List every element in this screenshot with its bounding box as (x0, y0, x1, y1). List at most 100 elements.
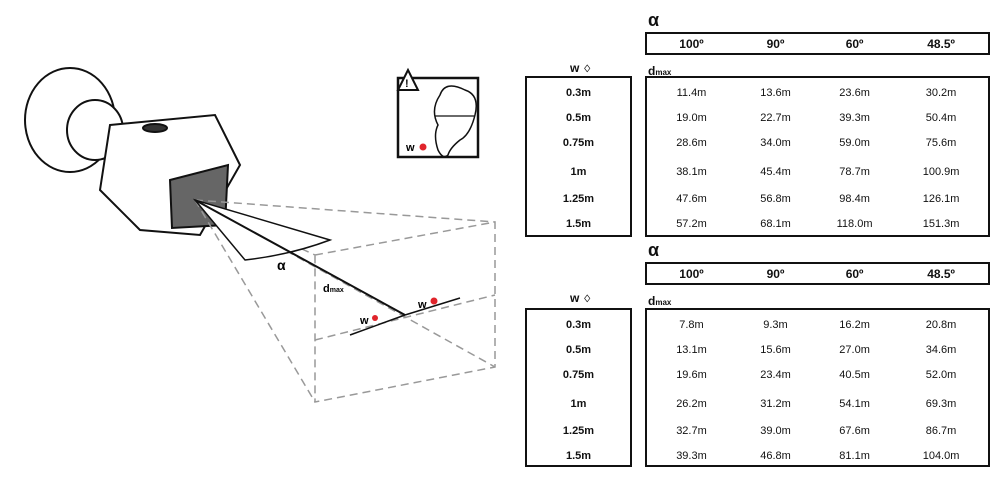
distance-cell: 19.6m (676, 369, 707, 381)
distance-cell: 75.6m (925, 137, 957, 149)
smoke-icon: ♢ (582, 294, 592, 305)
table-row: 11.4m 13.6m 23.6m 30.2m (647, 85, 988, 101)
distance-cell: 30.2m (925, 87, 957, 99)
dmax-label: dmax (323, 283, 344, 295)
distance-cell: 31.2m (760, 398, 791, 410)
angle: 90º (766, 36, 785, 51)
smoke-icon (430, 297, 438, 305)
distance-cell: 46.8m (760, 450, 791, 462)
distance-cell: 57.2m (676, 218, 707, 230)
svg-text:!: ! (405, 78, 409, 90)
distance-cell: 59.0m (839, 137, 870, 149)
angle: 90º (766, 266, 785, 281)
distance-cell: 151.3m (922, 218, 960, 230)
distance-cell: 104.0m (922, 450, 960, 462)
table1-w-label: w ♢ (570, 61, 592, 75)
warning-w-label: w (405, 142, 415, 154)
distance-cell: 40.5m (839, 369, 870, 381)
angle: 60º (845, 36, 864, 51)
w-flame-arrow (349, 314, 406, 336)
w-smoke-arrow (404, 297, 461, 316)
distance-cell: 52.0m (925, 369, 957, 381)
flame-icon: ♢ (582, 64, 592, 75)
distance-cell: 81.1m (839, 450, 870, 462)
distance-cell: 23.4m (760, 369, 791, 381)
distance-cell: 32.7m (676, 425, 707, 437)
distance-cell: 20.8m (925, 319, 957, 331)
distance-cell: 39.0m (760, 425, 791, 437)
width-cell: 1.25m (562, 193, 595, 205)
distance-cell: 34.6m (925, 344, 957, 356)
distance-cell: 38.1m (676, 166, 707, 178)
distance-cell: 69.3m (925, 398, 957, 410)
distance-cell: 126.1m (922, 193, 960, 205)
width-cell: 0.3m (565, 319, 592, 331)
angle: 48.5º (927, 36, 955, 51)
width-cell: 0.75m (562, 137, 595, 149)
table2-alpha-label: α (648, 240, 660, 260)
table2-dmax-label: dmax (648, 294, 672, 308)
w-smoke-label: w (417, 299, 427, 311)
width-cell: 1.5m (565, 450, 592, 462)
distance-cell: 7.8m (679, 319, 704, 331)
distance-cell: 34.0m (760, 137, 791, 149)
distance-cell: 100.9m (922, 166, 960, 178)
table-row: 32.7m 39.0m 67.6m 86.7m (647, 423, 988, 439)
width-cell: 1.25m (562, 425, 595, 437)
width-cell: 0.5m (565, 112, 592, 124)
angle: 48.5º (927, 266, 955, 281)
width-cell: 0.75m (562, 369, 595, 381)
flame-icon (372, 315, 378, 321)
width-cell: 0.3m (565, 87, 592, 99)
width-cell: 1.5m (565, 218, 592, 230)
alpha-label: α (277, 257, 286, 273)
distance-cell: 28.6m (676, 137, 707, 149)
table-row: 7.8m 9.3m 16.2m 20.8m (647, 317, 988, 333)
distance-cell: 45.4m (760, 166, 791, 178)
table-row: 28.6m 34.0m 59.0m 75.6m (647, 135, 988, 151)
distance-cell: 13.6m (760, 87, 791, 99)
table1-width-column: 0.3m 0.5m 0.75m 1m 1.25m 1.5m (525, 76, 632, 237)
distance-cell: 50.4m (925, 112, 957, 124)
table2-w-label: w ♢ (570, 291, 592, 305)
distance-cell: 27.0m (839, 344, 870, 356)
table-row: 47.6m 56.8m 98.4m 126.1m (647, 191, 988, 207)
angle: 100º (679, 36, 704, 51)
w-flame-label: w (359, 315, 369, 327)
width-cell: 1m (570, 398, 587, 410)
distance-cell: 26.2m (676, 398, 707, 410)
table2-angle-header: 100º 90º 60º 48.5º (645, 262, 990, 285)
distance-cell: 16.2m (839, 319, 870, 331)
table1-angle-header: 100º 90º 60º 48.5º (645, 32, 990, 55)
width-cell: 1m (570, 166, 587, 178)
distance-cell: 118.0m (836, 218, 873, 230)
distance-cell: 86.7m (925, 425, 957, 437)
angle: 100º (679, 266, 704, 281)
warning-smoke-icon (419, 143, 427, 151)
distance-cell: 67.6m (839, 425, 870, 437)
distance-cell: 11.4m (676, 87, 707, 99)
distance-cell: 56.8m (760, 193, 791, 205)
table-row: 19.6m 23.4m 40.5m 52.0m (647, 367, 988, 383)
distance-cell: 19.0m (676, 112, 707, 124)
distance-cell: 23.6m (839, 87, 870, 99)
table-row: 57.2m 68.1m 118.0m 151.3m (647, 216, 988, 232)
distance-cell: 47.6m (676, 193, 707, 205)
table1-dmax-label: dmax (648, 64, 672, 78)
distance-cell: 9.3m (763, 319, 788, 331)
distance-cell: 15.6m (760, 344, 791, 356)
camera-diagram: α dmax w w ! w (24, 67, 496, 403)
distance-cell: 22.7m (760, 112, 791, 124)
distance-cell: 68.1m (760, 218, 791, 230)
distance-cell: 98.4m (839, 193, 870, 205)
angle: 60º (845, 266, 864, 281)
dmax-line (194, 199, 406, 316)
